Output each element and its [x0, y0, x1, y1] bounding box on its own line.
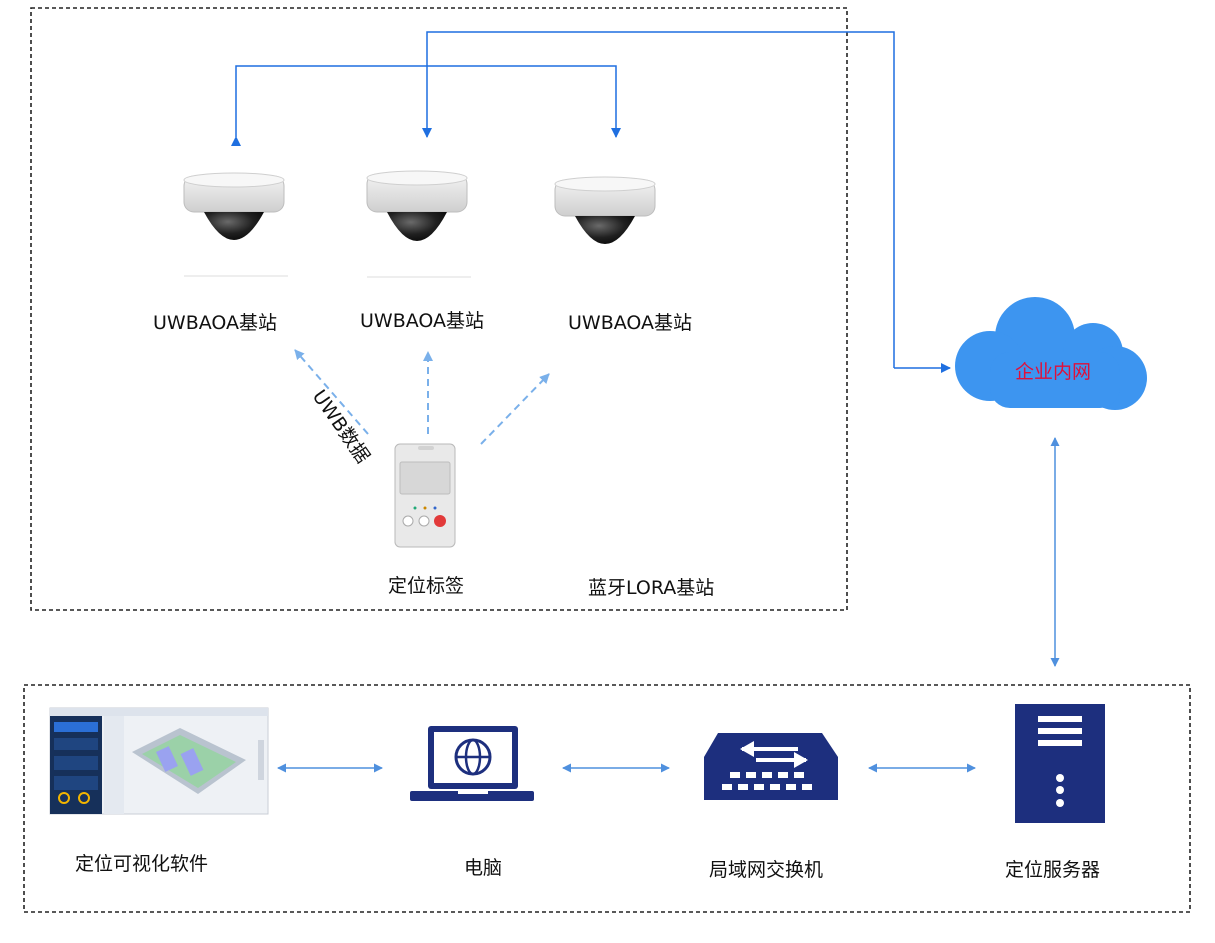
station-branch-line — [231, 65, 621, 146]
network-switch-icon — [704, 733, 838, 800]
signal-arrow — [480, 373, 550, 445]
uwb-camera-icon — [183, 172, 288, 277]
bottom-group-box — [23, 684, 1191, 913]
top-group-box — [30, 7, 848, 611]
signal-arrow — [294, 349, 369, 435]
computer-label: 电脑 — [464, 857, 503, 879]
laptop-icon — [410, 726, 534, 801]
cloud-to-station-line — [422, 31, 895, 368]
cloud-icon — [955, 297, 1147, 410]
cloud-label: 企业内网 — [1015, 361, 1092, 383]
software-label: 定位可视化软件 — [75, 853, 209, 875]
locator-tag-icon — [394, 443, 456, 548]
server-label: 定位服务器 — [1005, 859, 1101, 881]
bluetooth-station-label: 蓝牙LORA基站 — [588, 577, 715, 599]
server-icon — [1015, 704, 1105, 823]
switch-label: 局域网交换机 — [709, 859, 824, 881]
tag-label: 定位标签 — [388, 575, 465, 597]
uwb-station-label-3: UWBAOA基站 — [568, 312, 693, 334]
uwb-camera-icon — [554, 176, 656, 244]
uwb-station-label-2: UWBAOA基站 — [360, 310, 485, 332]
uwb-station-label-1: UWBAOA基站 — [153, 312, 278, 334]
uwb-camera-icon — [366, 170, 471, 278]
software-screenshot-icon — [49, 707, 269, 815]
